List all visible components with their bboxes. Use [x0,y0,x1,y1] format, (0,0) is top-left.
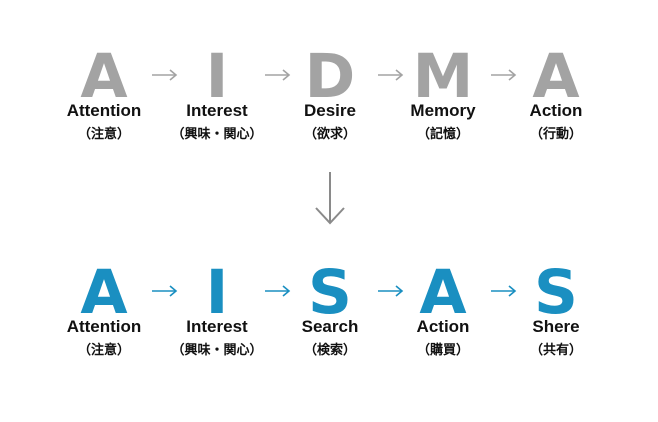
aidma-jp-desire: （欲求） [303,127,356,142]
aidma-label-action: Action [529,101,583,120]
aidma-letter-memory: M [412,41,474,112]
right-arrow-icon [491,69,517,81]
aisas-jp-action: （購買） [416,343,469,358]
right-arrow-icon [152,285,178,297]
aidma-label-memory: Memory [410,101,476,120]
aisas-letter-attention: A [80,257,128,328]
aisas-jp-share: （共有） [529,343,582,358]
right-arrow-icon [265,69,291,81]
aisas-label-action: Action [416,317,470,336]
aisas-letter-search: S [308,257,352,328]
aidma-letter-attention: A [80,41,128,112]
aidma-letter-desire: D [304,41,356,112]
aidma-letter-interest: I [205,41,229,112]
right-arrow-icon [378,69,404,81]
aisas-label-attention: Attention [66,317,142,336]
aidma-jp-action: （行動） [529,127,582,142]
aisas-letter-interest: I [205,257,229,328]
down-arrow-icon [315,172,345,225]
aidma-label-attention: Attention [66,101,142,120]
aisas-jp-interest: （興味・関心） [171,343,263,358]
aidma-jp-memory: （記憶） [416,127,469,142]
aisas-jp-attention: （注意） [77,343,130,358]
aidma-jp-attention: （注意） [77,127,130,142]
aisas-label-search: Search [301,317,359,336]
aisas-label-share: Shere [532,317,580,336]
aidma-letter-action: A [532,41,580,112]
right-arrow-icon [152,69,178,81]
aidma-label-desire: Desire [304,101,356,120]
aisas-letter-action: A [419,257,467,328]
right-arrow-icon [491,285,517,297]
aisas-letter-share: S [534,257,578,328]
aisas-jp-search: （検索） [303,343,356,358]
aisas-label-interest: Interest [186,317,248,336]
aidma-label-interest: Interest [186,101,248,120]
right-arrow-icon [378,285,404,297]
aidma-jp-interest: （興味・関心） [171,127,263,142]
right-arrow-icon [265,285,291,297]
